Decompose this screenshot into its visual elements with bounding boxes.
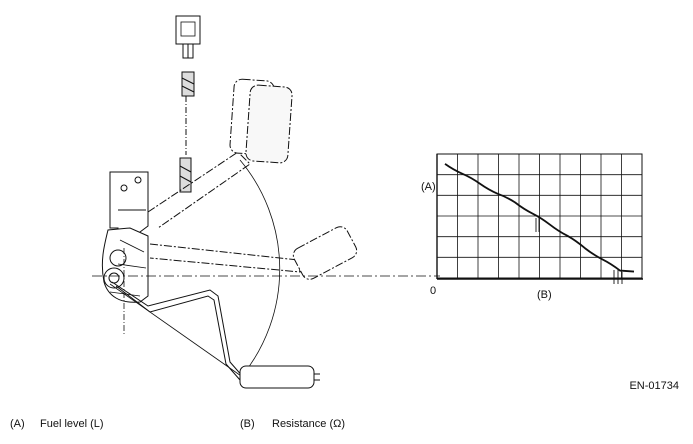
legend-key-b: (B) — [240, 418, 255, 430]
fuel-sender-drawing — [92, 15, 440, 389]
float-lower — [239, 365, 320, 389]
float-rod — [109, 281, 245, 381]
legend: (A) Fuel level (L) (B) Resistance (Ω) — [0, 418, 693, 438]
float-middle-phantom — [149, 226, 358, 280]
legend-key-a: (A) — [10, 418, 25, 430]
y-axis-marker: (A) — [421, 181, 436, 193]
graph-origin: 0 — [430, 285, 437, 297]
resistance-curve — [444, 163, 635, 273]
wire-harness — [179, 157, 192, 193]
float-upper-phantom — [147, 78, 293, 229]
swing-arc — [239, 159, 281, 377]
drawing-code: EN-01734 — [629, 380, 679, 392]
legend-text-b: Resistance (Ω) — [272, 418, 346, 430]
axes — [436, 154, 643, 280]
legend-text-a: Fuel level (L) — [40, 418, 104, 430]
x-axis-marker: (B) — [537, 289, 552, 301]
tick-marks — [535, 218, 623, 284]
connector-plug — [175, 15, 201, 97]
resistance-graph — [436, 153, 643, 284]
graph-grid — [437, 154, 642, 278]
